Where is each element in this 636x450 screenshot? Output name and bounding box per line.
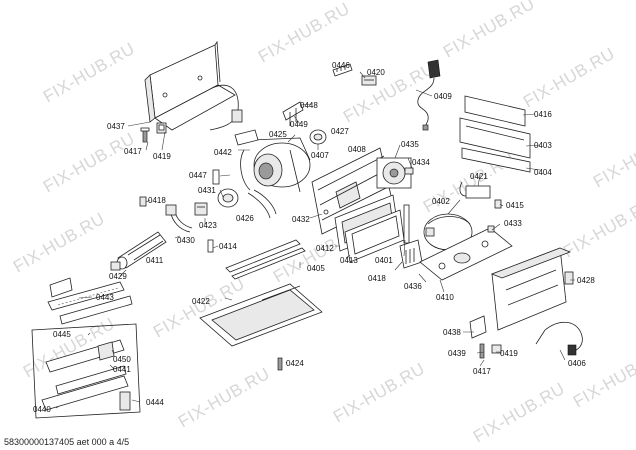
part-label: 0416 — [534, 110, 552, 119]
part-label: 0407 — [311, 151, 329, 160]
base-0410 — [419, 227, 513, 281]
part-label: 0419 — [500, 349, 518, 358]
part-label: 0403 — [534, 141, 552, 150]
harness-0406 — [535, 322, 583, 356]
part-label: 0427 — [331, 127, 349, 136]
condenser-0421 — [459, 181, 491, 199]
harness-0430 — [165, 204, 193, 233]
part-label: 0441 — [113, 365, 131, 374]
panel-0404 — [461, 147, 531, 173]
part-label: 0424 — [286, 359, 304, 368]
rear-panel-0428 — [490, 247, 574, 331]
part-label: 0420 — [367, 68, 385, 77]
part-label: 0435 — [401, 140, 419, 149]
part-label: 0431 — [198, 186, 216, 195]
clip-0419 — [156, 122, 167, 134]
part-label: 0443 — [96, 293, 114, 302]
hinge-0448 — [282, 101, 304, 126]
part-label: 0433 — [504, 219, 522, 228]
part-label: 0415 — [506, 201, 524, 210]
part-label: 0440 — [33, 405, 51, 414]
part-label: 0417 — [124, 147, 142, 156]
part-label: 0432 — [292, 215, 310, 224]
rail-0443 — [47, 281, 133, 325]
clip-0418-left — [139, 196, 147, 207]
rail-0440 — [41, 365, 129, 411]
clip-0433 — [487, 225, 495, 233]
shelf-0422 — [199, 283, 323, 347]
bracket-0444 — [119, 391, 131, 411]
part-label: 0425 — [269, 130, 287, 139]
part-label: 0449 — [290, 120, 308, 129]
part-label: 0408 — [348, 145, 366, 154]
part-label: 0402 — [432, 197, 450, 206]
part-label: 0419 — [153, 152, 171, 161]
bushing-0431 — [217, 188, 239, 208]
evaporator-0408 — [311, 147, 393, 235]
bracket-0438 — [469, 315, 487, 339]
rail-0445 — [45, 339, 125, 373]
part-label: 0428 — [577, 276, 595, 285]
part-label: 0414 — [219, 242, 237, 251]
part-label: 0418 — [148, 196, 166, 205]
connector-0423 — [194, 202, 208, 216]
clip-0414 — [207, 239, 214, 253]
panel-0416 — [464, 95, 526, 127]
part-label: 0430 — [177, 236, 195, 245]
clip-0415 — [494, 199, 502, 209]
rail-0405 — [225, 239, 306, 280]
part-label: 0446 — [332, 61, 350, 70]
screw-0439 — [479, 343, 485, 359]
part-label: 0442 — [214, 148, 232, 157]
fan-motor-0425 — [234, 129, 311, 193]
part-label: 0401 — [375, 256, 393, 265]
part-label: 0450 — [113, 355, 131, 364]
connector-0446 — [332, 63, 353, 77]
screw-0417 — [140, 127, 150, 143]
part-label: 0423 — [199, 221, 217, 230]
part-label: 0429 — [109, 272, 127, 281]
part-label: 0448 — [300, 101, 318, 110]
part-label: 0444 — [146, 398, 164, 407]
part-label: 0409 — [434, 92, 452, 101]
part-label: 0426 — [236, 214, 254, 223]
clip-0419-right — [491, 344, 502, 354]
part-label: 0410 — [436, 293, 454, 302]
part-label: 0406 — [568, 359, 586, 368]
plug-0429 — [110, 261, 121, 271]
document-footer: 58300000137405 aet 000 a 4/5 — [4, 437, 130, 447]
part-label: 0417 — [473, 367, 491, 376]
part-label: 0437 — [107, 122, 125, 131]
part-label: 0434 — [412, 158, 430, 167]
bushing-0427 — [309, 129, 327, 145]
bracket-0426 — [247, 189, 277, 219]
rail-0445-box — [31, 323, 141, 419]
panel-0403 — [459, 117, 531, 159]
part-label: 0413 — [340, 256, 358, 265]
part-label: 0418 — [368, 274, 386, 283]
tray-0413 — [344, 209, 405, 263]
connector-0420 — [361, 75, 377, 86]
part-label: 0422 — [192, 297, 210, 306]
part-label: 0447 — [189, 171, 207, 180]
relay-0436 — [399, 239, 423, 269]
part-label: 0404 — [534, 168, 552, 177]
sensor-0434 — [404, 167, 414, 175]
part-label: 0405 — [307, 264, 325, 273]
bracket-0437 — [144, 40, 243, 131]
power-cord-0409 — [417, 59, 441, 131]
bracket-0443 — [49, 277, 73, 298]
part-label: 0421 — [470, 172, 488, 181]
part-label: 0436 — [404, 282, 422, 291]
part-label: 0439 — [448, 349, 466, 358]
part-label: 0445 — [53, 330, 71, 339]
screw-0424 — [277, 357, 283, 371]
part-label: 0438 — [443, 328, 461, 337]
part-0447 — [212, 169, 220, 185]
rod-0401 — [403, 204, 410, 244]
part-label: 0411 — [146, 256, 164, 265]
part-label: 0412 — [316, 244, 334, 253]
